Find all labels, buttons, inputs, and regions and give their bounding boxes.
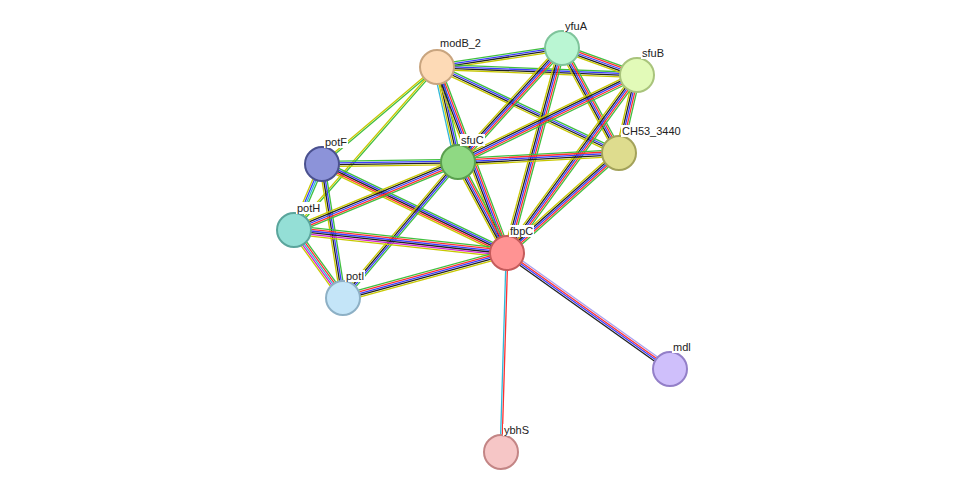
node-label: potH [296,202,321,214]
protein-node: yfuA [544,30,580,66]
evidence-strand [303,245,332,285]
interaction-edge [310,228,490,256]
node-label: potI [345,270,365,282]
interaction-edge [567,61,614,139]
node-label: fbpC [509,225,534,237]
evidence-strand [311,233,490,252]
protein-node: ybhS [483,434,519,470]
node-label: CH53_3440 [621,125,682,137]
evidence-strand [475,157,602,164]
evidence-strand [466,177,499,238]
protein-node: potI [325,280,361,316]
evidence-strand [522,261,657,357]
evidence-strand [508,64,554,236]
interaction-edge [301,242,336,286]
interaction-edge [577,51,622,73]
interaction-edge [519,261,657,361]
interaction-edge [358,254,491,297]
evidence-strand [305,79,426,216]
evidence-strand [358,254,489,290]
interaction-edge [453,48,545,67]
evidence-strand [475,156,602,163]
evidence-strand [339,161,441,163]
protein-node: sfuB [619,57,655,93]
evidence-strand [522,167,609,244]
evidence-strand [577,57,620,72]
evidence-strand [339,165,441,167]
node-label: sfuC [460,134,485,146]
evidence-strand [307,242,336,282]
evidence-strand [311,231,490,250]
evidence-strand [336,79,425,154]
evidence-strand [359,257,490,293]
evidence-strand [511,64,557,236]
node-label: mdl [672,341,692,353]
evidence-strand [473,82,621,154]
interaction-edge [501,270,508,435]
evidence-strand [352,173,445,283]
node-label: potF [324,136,348,148]
protein-node: mdl [652,351,688,387]
evidence-strand [311,234,490,253]
interaction-edge [463,175,502,239]
protein-node: fbpC [489,235,525,271]
evidence-strand [359,256,490,292]
interaction-edge [475,151,602,165]
evidence-strand [465,178,498,239]
evidence-strand [305,243,334,283]
evidence-strand [454,53,545,67]
node-label: ybhS [503,424,530,436]
protein-node: sfuC [440,144,476,180]
evidence-strand [353,174,446,284]
evidence-strand [310,236,489,255]
evidence-strand [473,81,621,153]
evidence-strand [454,50,545,64]
evidence-strand [578,54,621,69]
node-label: yfuA [564,20,588,32]
evidence-strand [454,51,545,65]
evidence-strand [519,265,654,361]
evidence-strand [356,177,449,287]
protein-node: modB_2 [419,49,455,85]
protein-node: potH [276,212,312,248]
evidence-strand [469,175,502,236]
evidence-strand [339,163,441,165]
evidence-strand [360,259,491,295]
evidence-strand [475,154,602,161]
protein-node: potF [304,146,340,182]
evidence-strand [468,176,501,237]
interaction-edge [339,160,441,167]
protein-node: CH53_3440 [601,135,637,171]
evidence-strand [304,244,333,284]
evidence-strand [339,160,441,162]
evidence-strand [521,262,656,358]
node-label: sfuB [641,47,665,59]
evidence-strand [301,246,330,286]
evidence-strand [472,79,620,151]
evidence-strand [463,179,496,240]
evidence-strand [520,264,655,360]
evidence-strand [360,261,491,297]
evidence-strand [501,270,506,435]
node-label: modB_2 [439,37,482,49]
evidence-strand [577,55,620,70]
